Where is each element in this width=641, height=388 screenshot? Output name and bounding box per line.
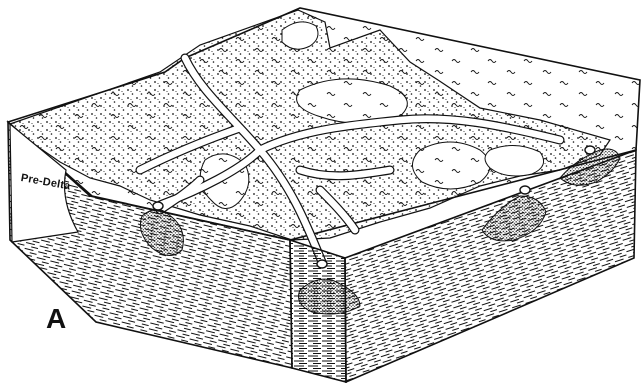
panel-label: A	[46, 303, 66, 335]
